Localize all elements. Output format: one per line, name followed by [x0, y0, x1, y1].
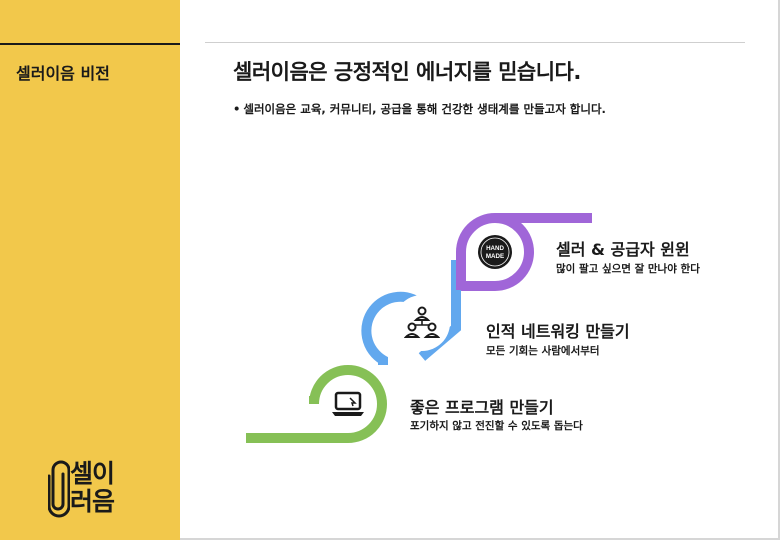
badge-text-bottom: MADE	[486, 253, 504, 260]
sidebar-title: 셀러이음 비전	[16, 64, 110, 83]
page-title: 셀러이음은 긍정적인 에너지를 믿습니다.	[233, 60, 581, 84]
vision-bullet-text: 셀러이음은 교육, 커뮤니티, 공급을 통해 건강한 생태계를 만들고자 합니다…	[243, 102, 606, 116]
step-1-title: 셀러 & 공급자 윈윈	[556, 240, 690, 259]
step-3-path	[246, 365, 387, 443]
step-3-desc: 포기하지 않고 전진할 수 있도록 돕는다	[410, 420, 583, 432]
paperclip-icon	[48, 460, 70, 518]
sidebar: 셀러이음 비전 셀이 러음	[0, 0, 180, 540]
vision-bullet: •셀러이음은 교육, 커뮤니티, 공급을 통해 건강한 생태계를 만들고자 합니…	[233, 101, 606, 117]
step-2-desc: 모든 기회는 사람에서부터	[486, 345, 600, 357]
bullet-dot: •	[233, 102, 241, 116]
header-rule	[205, 42, 745, 43]
page-edge-bottom	[180, 538, 780, 540]
growth-steps-diagram: HAND MADE 셀러 & 공급자 윈윈 많이 팔고 싶으면 잘 만나야 한다…	[240, 200, 700, 450]
step-2-title: 인적 네트워킹 만들기	[486, 322, 630, 341]
page-edge-right	[778, 0, 780, 540]
step-1-path	[456, 213, 592, 291]
network-people-icon	[404, 306, 440, 338]
step-3-title: 좋은 프로그램 만들기	[410, 398, 554, 417]
brand-logo: 셀이 러음	[48, 458, 138, 522]
handmade-badge-icon: HAND MADE	[478, 235, 512, 269]
badge-text-top: HAND	[486, 245, 504, 252]
laptop-icon	[332, 391, 364, 416]
step-1-desc: 많이 팔고 싶으면 잘 만나야 한다	[556, 263, 700, 275]
sidebar-divider	[0, 43, 180, 45]
logo-text-top: 셀이	[70, 459, 115, 488]
logo-text-bottom: 러음	[70, 487, 115, 516]
step-3-circle-bg	[320, 376, 376, 432]
